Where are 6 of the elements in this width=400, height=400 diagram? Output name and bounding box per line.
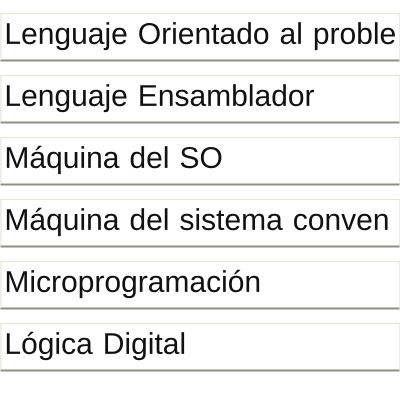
layer-bar: Lenguaje Ensamblador — [0, 75, 400, 124]
layer-bar: Lógica Digital — [0, 323, 400, 372]
layer-bar: Microprogramación — [0, 261, 400, 310]
layer-bar: Lenguaje Orientado al proble — [0, 13, 400, 62]
layer-bar: Máquina del sistema conven — [0, 199, 400, 248]
layer-bar: Máquina del SO — [0, 137, 400, 186]
